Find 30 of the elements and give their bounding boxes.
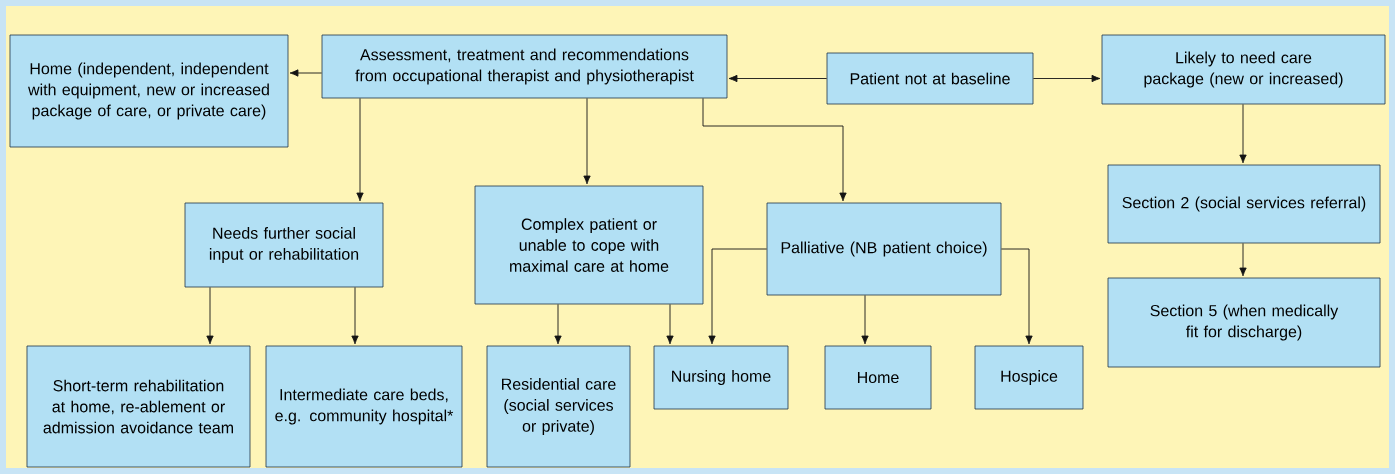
- arrow: [554, 303, 562, 345]
- process-box: Hospice: [974, 345, 1084, 410]
- process-box: Nursing home: [653, 345, 789, 410]
- process-box: Home (independent, independent with equipment, new or increased package of care, or private care): [9, 34, 289, 148]
- process-box: Section 2 (social services referral): [1107, 164, 1381, 244]
- process-box: Likely to need care package (new or increased): [1101, 34, 1386, 105]
- arrow: [289, 69, 323, 77]
- process-box: Assessment, treatment and recommendations from occupational therapist and physiotherapist: [321, 34, 728, 99]
- arrow: [1239, 103, 1247, 164]
- process-box: Palliative (NB patient choice): [766, 202, 1002, 296]
- arrow: [861, 294, 869, 345]
- process-box: Complex patient or unable to cope with maximal care at home: [474, 185, 704, 305]
- arrow: [1032, 74, 1101, 83]
- arrow: [666, 303, 674, 345]
- process-box: Patient not at baseline: [826, 52, 1034, 105]
- arrow: [206, 286, 214, 345]
- arrow: [356, 97, 364, 202]
- arrow: [702, 97, 847, 202]
- process-box: Short-term rehabilitation at home, re-ablement or admission avoidance team: [26, 345, 251, 468]
- process-box: Residential care (social services or private): [486, 345, 631, 468]
- process-box: Home: [824, 345, 932, 410]
- process-box: Intermediate care beds, e.g. community hospital*: [265, 345, 463, 468]
- process-box: Section 5 (when medically fit for discharge): [1107, 277, 1381, 368]
- arrow: [351, 286, 359, 345]
- process-box: Needs further social input or rehabilitation: [184, 202, 384, 288]
- arrow: [728, 74, 828, 83]
- arrow: [583, 97, 591, 185]
- arrow: [1000, 248, 1033, 345]
- arrow: [1239, 242, 1247, 277]
- arrow: [708, 248, 768, 345]
